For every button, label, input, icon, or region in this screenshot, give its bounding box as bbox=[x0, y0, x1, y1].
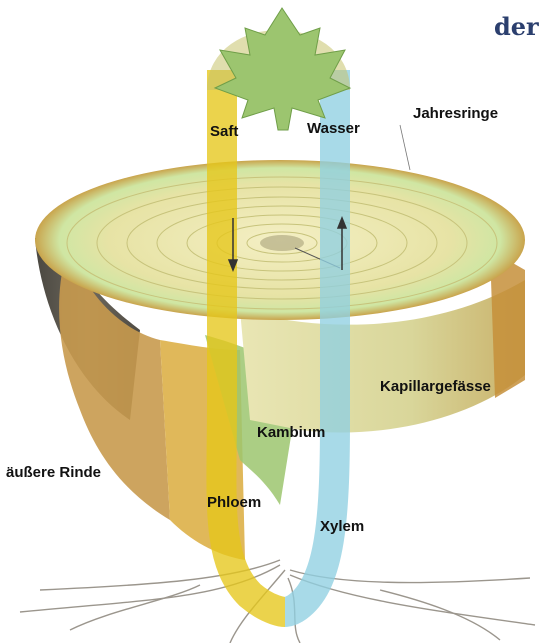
page-heading: der bbox=[494, 12, 539, 41]
label-kapillargefaesse: Kapillargefässe bbox=[380, 378, 491, 395]
label-phloem: Phloem bbox=[207, 494, 261, 511]
label-kambium: Kambium bbox=[257, 424, 325, 441]
label-aeussere-rinde: äußere Rinde bbox=[6, 464, 101, 481]
label-xylem: Xylem bbox=[320, 518, 364, 535]
label-saft: Saft bbox=[210, 123, 238, 140]
label-wasser: Wasser bbox=[307, 120, 360, 137]
label-jahresringe: Jahresringe bbox=[413, 105, 498, 122]
